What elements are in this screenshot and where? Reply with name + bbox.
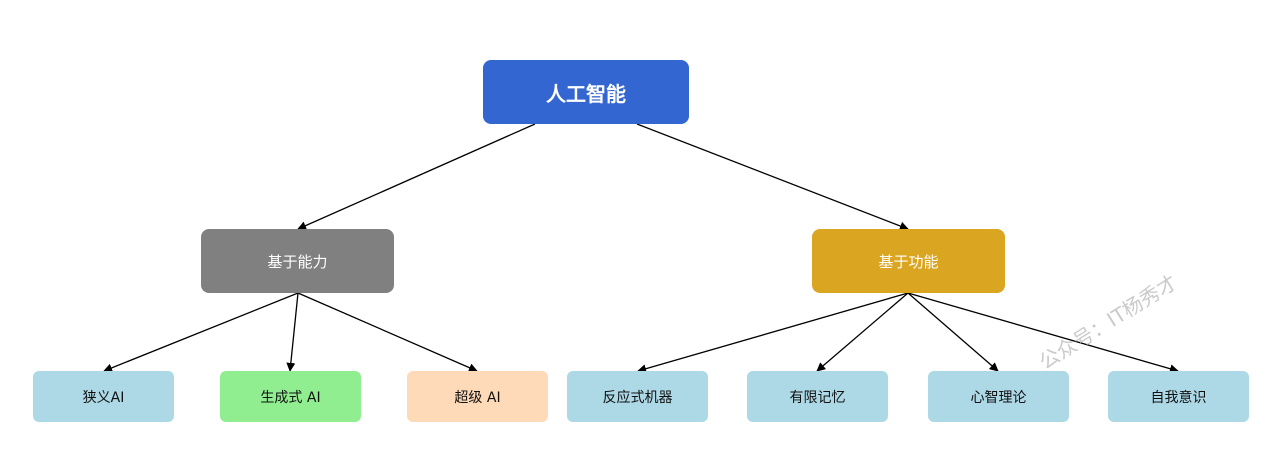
leaf-node-reactive-machines: 反应式机器: [567, 371, 708, 422]
root-node-artificial-intelligence: 人工智能: [483, 60, 689, 124]
leaf-node-label: 狭义AI: [82, 389, 125, 406]
leaf-node-narrow-ai: 狭义AI: [33, 371, 174, 422]
leaf-node-label: 自我意识: [1150, 389, 1207, 406]
leaf-node-label: 有限记忆: [789, 389, 846, 406]
leaf-node-super-ai: 超级 AI: [407, 371, 548, 422]
edge-function-to-reactive: [637, 292, 909, 374]
branch-node-label: 基于能力: [267, 252, 328, 271]
leaf-node-label: 反应式机器: [602, 389, 673, 406]
edge-ability-to-super-ai: [297, 292, 478, 372]
branch-node-label: 基于功能: [878, 252, 939, 271]
leaf-node-self-awareness: 自我意识: [1108, 371, 1249, 422]
leaf-node-label: 生成式 AI: [260, 389, 321, 406]
edge-root-to-function: [636, 123, 909, 231]
edge-function-to-theory-of-mind: [907, 292, 999, 372]
branch-node-based-on-ability: 基于能力: [201, 229, 394, 293]
leaf-node-limited-memory: 有限记忆: [747, 371, 888, 422]
leaf-node-label: 心智理论: [970, 389, 1027, 406]
edge-function-to-self-awareness: [907, 292, 1179, 374]
edge-ability-to-narrow-ai: [103, 292, 299, 373]
branch-node-based-on-function: 基于功能: [812, 229, 1005, 293]
edge-root-to-ability: [297, 123, 536, 230]
leaf-node-theory-of-mind: 心智理论: [928, 371, 1069, 422]
root-node-label: 人工智能: [546, 81, 626, 106]
leaf-node-label: 超级 AI: [454, 389, 501, 406]
edge-ability-to-generative-ai: [286, 292, 299, 372]
leaf-node-generative-ai: 生成式 AI: [220, 371, 361, 422]
edge-function-to-limited-memory: [816, 292, 909, 372]
